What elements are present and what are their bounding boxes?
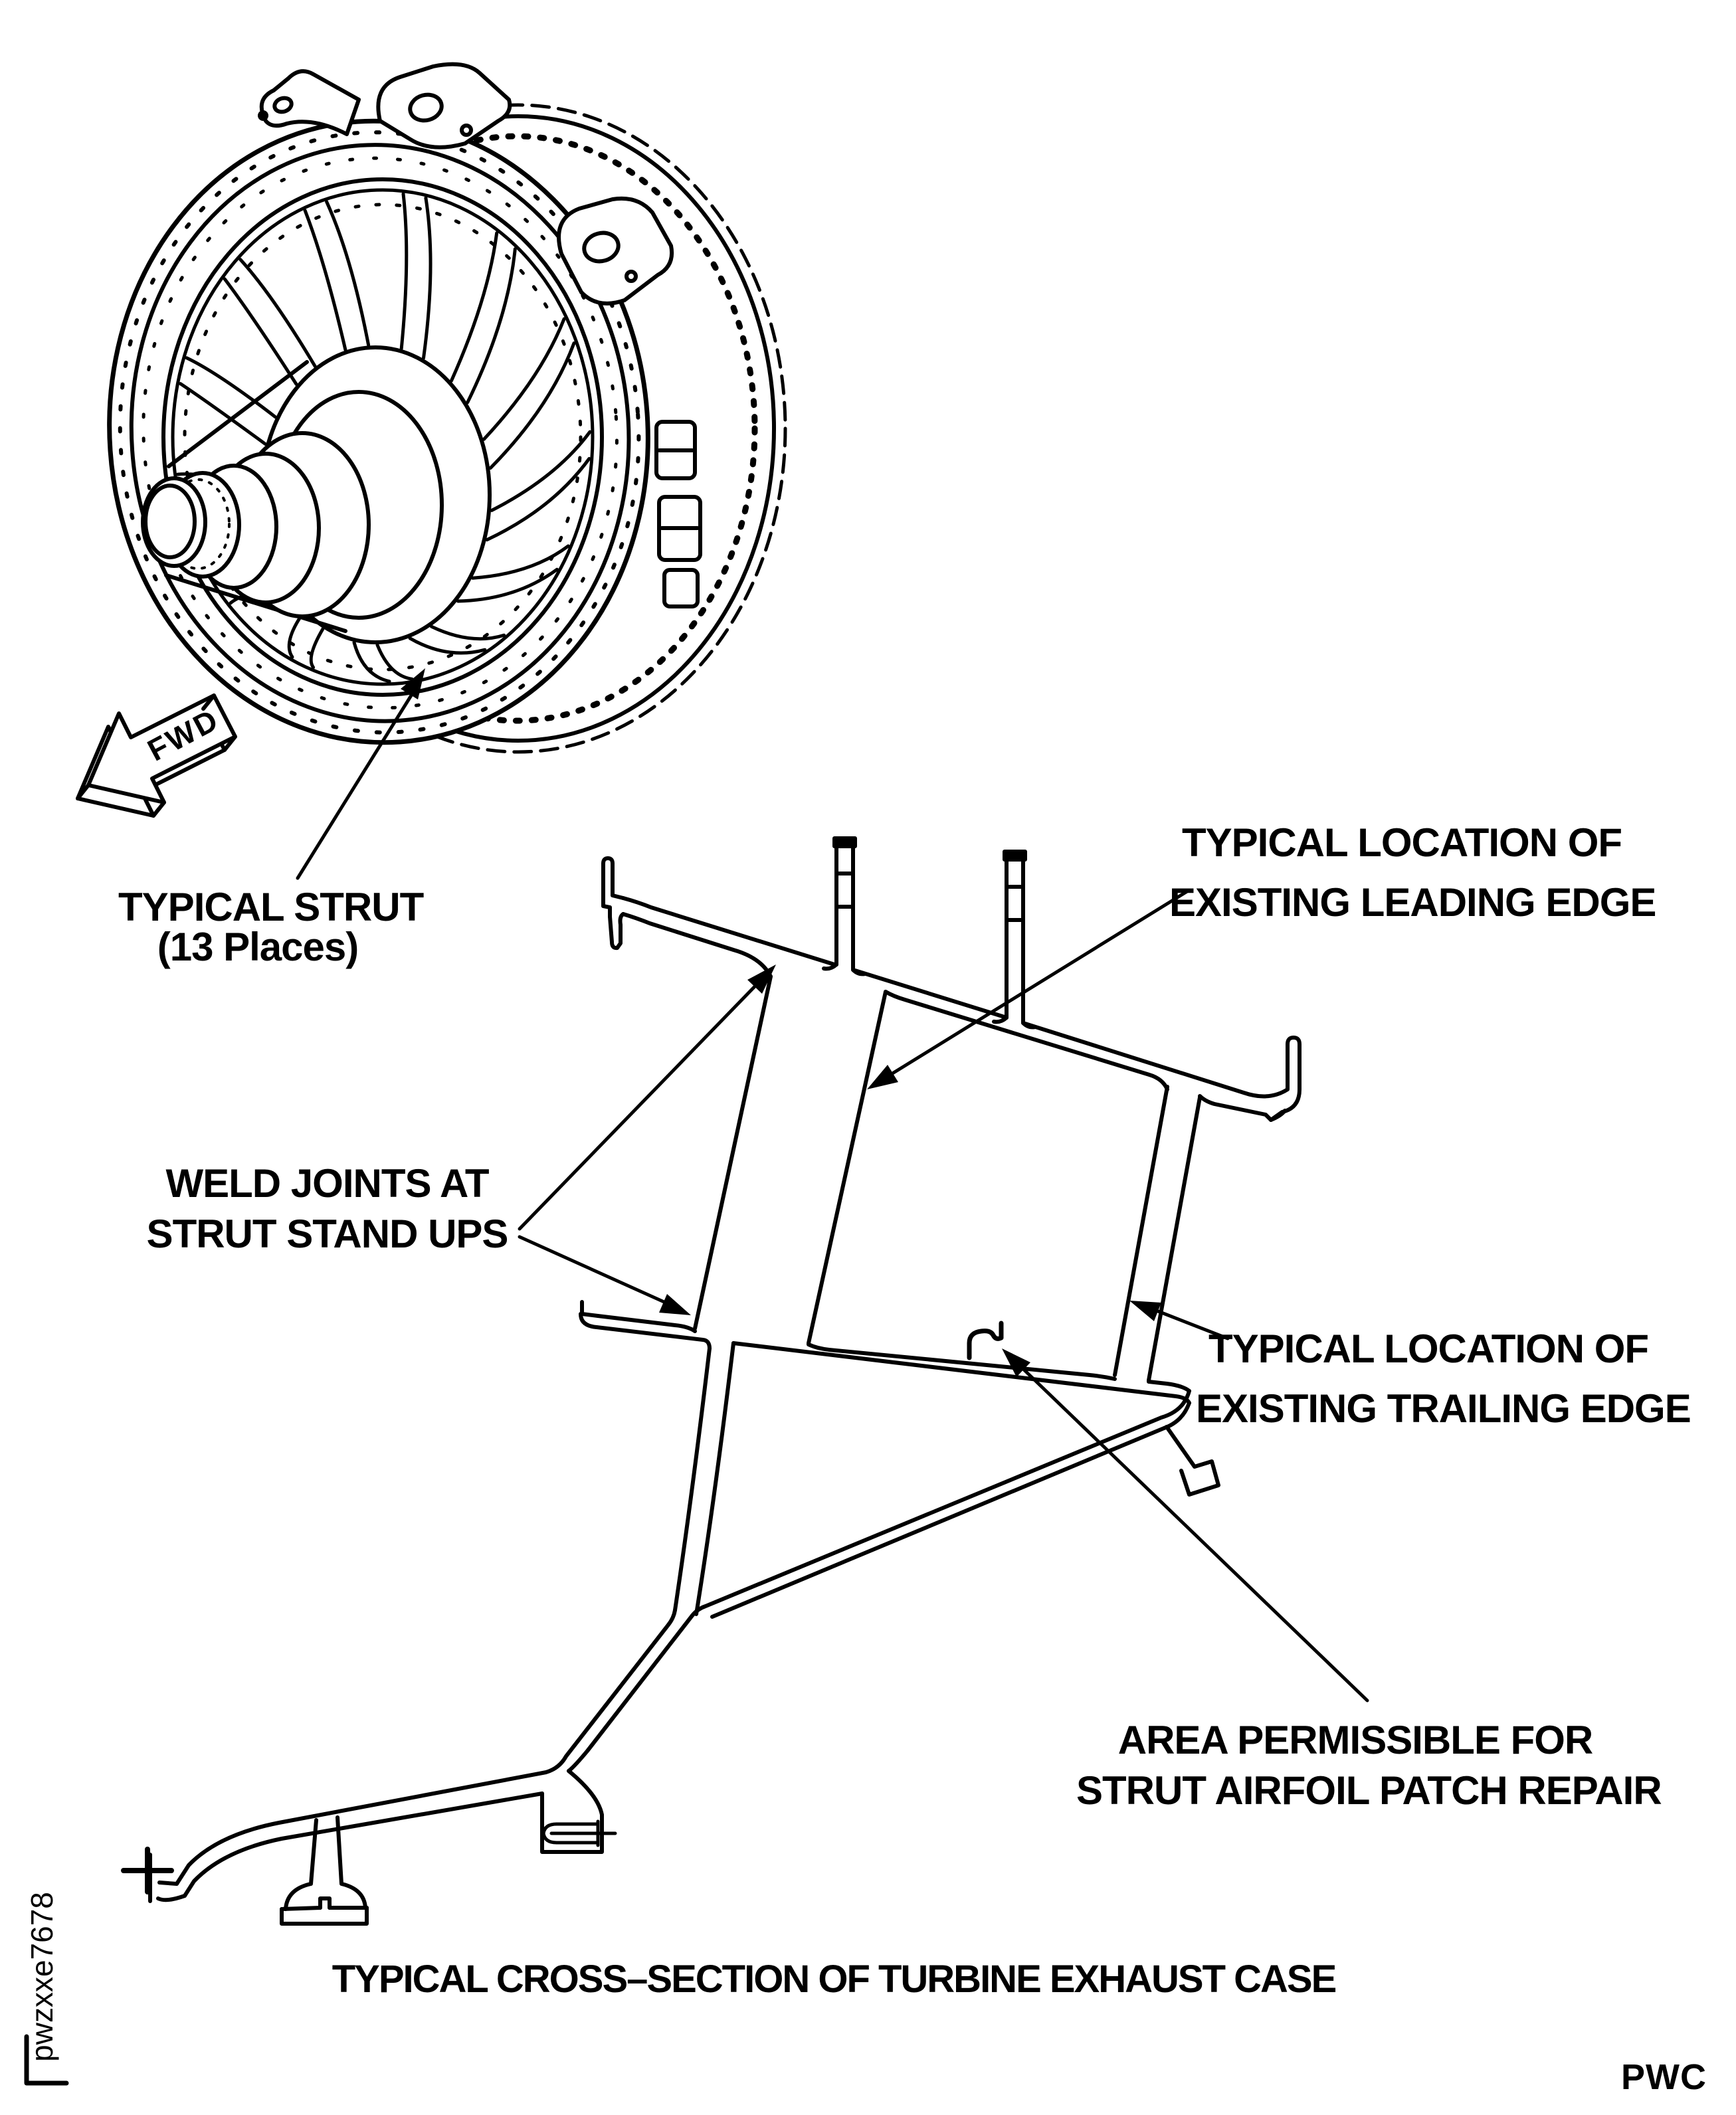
bolt-symbol [541,1819,617,1847]
corner-bracket-mark [24,2034,69,2086]
label-line: AREA PERMISSIBLE FOR [1117,1718,1594,1762]
bolted-flange-pocket [183,1769,617,1898]
centerline-cross-mark [121,1847,174,1894]
leader-weld-lower [518,1235,669,1305]
repair-area-mark [967,1321,1004,1360]
leader-lines [296,690,1369,1702]
strut-blade-edge [456,567,559,603]
strut-blade-edge [375,643,414,681]
strut-blade-edge [223,277,298,386]
strut-airfoil-edges [693,974,1202,1382]
label-line: TYPICAL LOCATION OF [1208,1327,1649,1371]
label-line: (13 Places) [157,925,359,969]
label-line: TYPICAL LOCATION OF [1181,820,1622,865]
inner-case-wall [579,1300,1191,1405]
strut-blade-edge [325,200,371,347]
trailing-edge-standup-line [1147,1095,1202,1382]
label-line: STRUT AIRFOIL PATCH REPAIR [1076,1768,1662,1813]
label-line: STRUT STAND UPS [146,1212,509,1256]
outer-case-wall [601,856,1302,1122]
strut-blade-edge [449,231,499,383]
label-leading-edge: TYPICAL LOCATION OF EXISTING LEADING EDG… [1169,813,1656,933]
strut-blade-edge [490,430,592,512]
leader-arrowheads [401,668,1161,1377]
strut-blade-edge [179,382,267,446]
label-weld-joints: WELD JOINTS AT STRUT STAND UPS [146,1158,509,1259]
strut-blade-edge [430,624,506,641]
label-line: TYPICAL STRUT [118,885,424,929]
existing-leading-edge-line [807,990,888,1345]
publisher-code: PWC [1621,2057,1707,2097]
figure-id-code: pwzxxe7678 [25,1892,59,2062]
label-line: WELD JOINTS AT [165,1161,490,1206]
arrowhead-typical-strut [401,668,425,699]
strut-blade-edge [239,258,317,368]
strut-blade-edge [185,356,277,419]
strut-blade-edge [309,627,325,670]
arrowhead-weld-upper [747,965,776,994]
leader-typical-strut [296,690,415,880]
strut-blade-edge [466,247,517,405]
inner-arm-end-fitting [121,1847,187,1903]
leading-edge-standup-line [693,974,773,1331]
t-bracket [280,1815,369,1926]
fwd-direction-arrow [76,693,237,818]
arrowhead-leading-edge [867,1065,898,1089]
label-line: EXISTING LEADING EDGE [1169,880,1656,925]
arrowhead-weld-lower [659,1294,691,1315]
strut-blade-edge [482,317,566,441]
arrowhead-trailing-edge [1129,1301,1161,1321]
inner-cone-structure [175,1341,1220,1886]
strut-blade-edge [488,341,576,470]
mounting-brackets [258,62,702,608]
hub-exit-cone [141,345,492,644]
leader-patch-area [1018,1364,1369,1702]
label-typical-strut: TYPICAL STRUT (13 Places) [118,885,424,969]
strut-blade-edge [408,636,487,655]
strut-blade-edge [485,457,591,542]
outer-wall-right-flange [1269,1036,1302,1122]
figure-caption: TYPICAL CROSS–SECTION OF TURBINE EXHAUST… [332,1958,1337,2001]
arrowhead-patch-area [1002,1348,1030,1377]
strut-blade-edge [352,640,391,684]
strut-blade-edge [303,209,347,351]
locating-pins [822,836,1037,1030]
label-patch-area: AREA PERMISSIBLE FOR STRUT AIRFOIL PATCH… [1076,1715,1662,1816]
label-trailing-edge: TYPICAL LOCATION OF EXISTING TRAILING ED… [1196,1319,1691,1439]
strut-blade-edge [471,544,570,580]
engine-isometric-view [107,62,787,754]
inner-cone-lug [1165,1425,1220,1497]
strut-blade-edge [422,196,433,360]
label-line: EXISTING TRAILING EDGE [1196,1386,1691,1431]
strut-blade-edge [399,192,409,351]
leader-weld-upper [518,982,759,1231]
existing-trailing-edge-line [1113,1085,1169,1377]
cross-section-view [121,836,1302,1926]
leader-trailing-edge [1153,1308,1230,1340]
leader-leading-edge [888,888,1191,1077]
